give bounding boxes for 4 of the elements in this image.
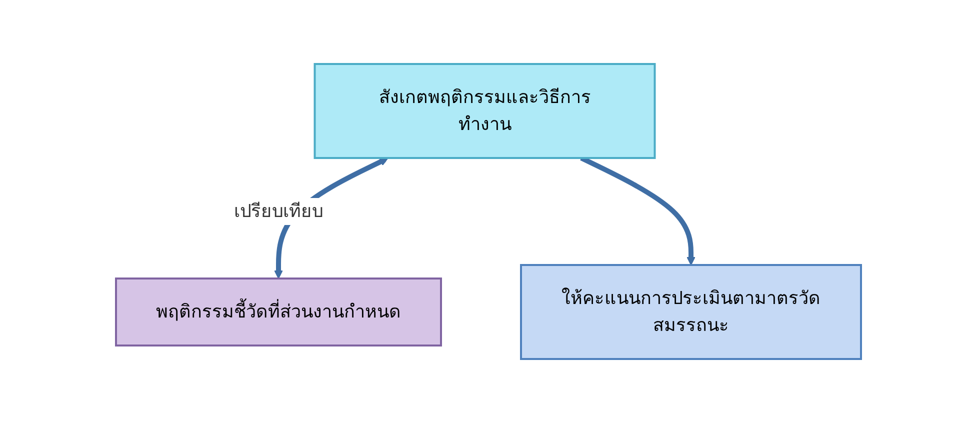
node-box: สังเกตพฤติกรรมและวิธีการทำงาน: [313, 63, 656, 159]
edge-label: เปรียบเทียบ: [234, 201, 322, 222]
node-box: ให้คะแนนการประเมินตามาตรวัดสมรรถนะ: [520, 264, 862, 360]
node-box: พฤติกรรมชี้วัดที่ส่วนงานกำหนด: [114, 278, 442, 346]
